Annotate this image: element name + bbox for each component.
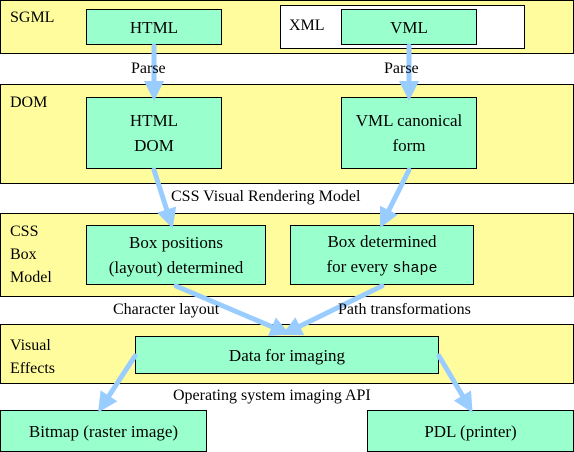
- box-determined-node: Box determined for every shape: [290, 225, 474, 285]
- html-node-text: HTML: [129, 17, 179, 37]
- character-layout-label: Character layout: [113, 301, 220, 318]
- box-determined-line1: Box determined: [327, 232, 437, 251]
- sgml-label: SGML: [10, 9, 55, 26]
- xml-label: XML: [289, 17, 325, 34]
- os-imaging-api-label: Operating system imaging API: [173, 387, 371, 404]
- css-box-model-label-line2: Box: [10, 246, 37, 263]
- html-dom-line1: HTML: [129, 111, 179, 130]
- box-positions-line1: Box positions: [129, 233, 223, 252]
- html-dom-line2: DOM: [134, 136, 174, 155]
- css-visual-rendering-label: CSS Visual Rendering Model: [171, 188, 361, 205]
- html-node: HTML: [86, 9, 222, 45]
- pdl-text: PDL (printer): [424, 421, 517, 441]
- dom-label: DOM: [10, 94, 48, 111]
- css-box-model-label-line3: Model: [10, 269, 52, 286]
- box-positions-line2: (layout) determined: [108, 258, 244, 277]
- vml-canonical-node: VML canonical form: [341, 97, 477, 169]
- html-dom-node: HTML DOM: [86, 97, 222, 169]
- box-positions-node: Box positions (layout) determined: [86, 225, 266, 285]
- visual-effects-label: Visual Effects: [10, 334, 55, 380]
- css-box-model-label-line1: CSS: [10, 223, 39, 240]
- data-for-imaging-text: Data for imaging: [228, 345, 346, 365]
- vml-node-text: VML: [390, 17, 428, 37]
- bitmap-text: Bitmap (raster image): [28, 421, 179, 441]
- box-determined-line2: for every shape: [326, 254, 437, 281]
- visual-effects-label-line2: Effects: [10, 360, 56, 377]
- css-box-model-label: CSS Box Model: [10, 220, 52, 289]
- box-determined-line2-text: for every: [326, 257, 393, 276]
- vml-canonical-line2: form: [392, 136, 426, 155]
- vml-node: VML: [341, 9, 477, 45]
- parse-left-label: Parse: [131, 60, 166, 77]
- vml-canonical-line1: VML canonical: [355, 111, 463, 130]
- parse-right-label: Parse: [384, 60, 419, 77]
- visual-effects-label-line1: Visual: [10, 337, 51, 354]
- data-for-imaging-node: Data for imaging: [135, 336, 439, 374]
- path-transformations-label: Path transformations: [338, 301, 471, 318]
- shape-keyword: shape: [392, 260, 438, 277]
- bitmap-node: Bitmap (raster image): [0, 410, 207, 452]
- pdl-node: PDL (printer): [367, 410, 574, 452]
